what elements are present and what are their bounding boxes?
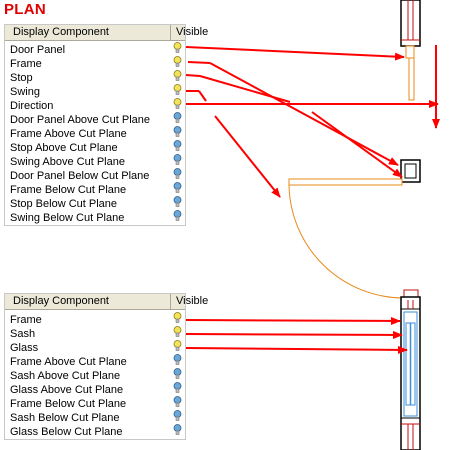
column-header-visible[interactable]: Visible bbox=[176, 26, 209, 38]
bulb-off-icon[interactable] bbox=[170, 368, 182, 384]
window-frame bbox=[400, 296, 421, 450]
component-row[interactable]: Frame bbox=[5, 312, 185, 328]
bulb-off-icon[interactable] bbox=[170, 210, 182, 226]
component-label: Sash Below Cut Plane bbox=[10, 412, 120, 424]
component-label: Swing bbox=[10, 86, 40, 98]
bulb-on-icon[interactable] bbox=[170, 70, 182, 86]
bulb-off-icon[interactable] bbox=[170, 126, 182, 142]
component-row[interactable]: Swing bbox=[5, 84, 185, 100]
door-frame bbox=[400, 159, 421, 183]
component-label: Stop bbox=[10, 72, 33, 84]
component-row[interactable]: Frame Above Cut Plane bbox=[5, 354, 185, 370]
table-header: Display Component Visible bbox=[5, 25, 208, 41]
bulb-on-icon[interactable] bbox=[170, 312, 182, 328]
bulb-off-icon[interactable] bbox=[170, 196, 182, 212]
component-row[interactable]: Sash Below Cut Plane bbox=[5, 410, 185, 426]
component-row[interactable]: Stop Below Cut Plane bbox=[5, 196, 185, 212]
bulb-off-icon[interactable] bbox=[170, 140, 182, 156]
bulb-on-icon[interactable] bbox=[170, 340, 182, 356]
component-row[interactable]: Sash bbox=[5, 326, 185, 342]
bulb-off-icon[interactable] bbox=[170, 168, 182, 184]
bulb-off-icon[interactable] bbox=[170, 182, 182, 198]
component-row[interactable]: Stop Above Cut Plane bbox=[5, 140, 185, 156]
bulb-on-icon[interactable] bbox=[170, 98, 182, 114]
component-row[interactable]: Frame Below Cut Plane bbox=[5, 396, 185, 412]
component-label: Door Panel bbox=[10, 44, 66, 56]
component-label: Frame bbox=[10, 58, 42, 70]
component-label: Sash bbox=[10, 328, 36, 340]
window-sash bbox=[403, 311, 418, 417]
table-header: Display Component Visible bbox=[5, 294, 208, 310]
component-label: Stop Below Cut Plane bbox=[10, 198, 118, 210]
component-row[interactable]: Glass Above Cut Plane bbox=[5, 382, 185, 398]
bulb-on-icon[interactable] bbox=[170, 84, 182, 100]
window-callout-arrows bbox=[185, 316, 408, 354]
column-header-visible[interactable]: Visible bbox=[176, 295, 209, 307]
bulb-off-icon[interactable] bbox=[170, 382, 182, 398]
component-row[interactable]: Frame bbox=[5, 56, 185, 72]
door-callout-arrows bbox=[185, 45, 440, 198]
bulb-off-icon[interactable] bbox=[170, 154, 182, 170]
component-label: Sash Above Cut Plane bbox=[10, 370, 121, 382]
component-label: Frame Below Cut Plane bbox=[10, 398, 127, 410]
bulb-on-icon[interactable] bbox=[170, 56, 182, 72]
component-label: Glass Above Cut Plane bbox=[10, 384, 124, 396]
bulb-off-icon[interactable] bbox=[170, 410, 182, 426]
component-row[interactable]: Door Panel bbox=[5, 42, 185, 58]
door-panel-closed bbox=[288, 178, 403, 186]
door-stop-bottom bbox=[403, 289, 419, 298]
component-row[interactable]: Frame Above Cut Plane bbox=[5, 126, 185, 142]
page-title: PLAN bbox=[4, 1, 47, 18]
door-panel bbox=[408, 57, 415, 101]
door-stop-top bbox=[405, 45, 415, 59]
door-upper-wall bbox=[400, 0, 421, 47]
bulb-off-icon[interactable] bbox=[170, 396, 182, 412]
component-row[interactable]: Door Panel Above Cut Plane bbox=[5, 112, 185, 128]
bulb-off-icon[interactable] bbox=[170, 112, 182, 128]
component-row[interactable]: Glass Below Cut Plane bbox=[5, 424, 185, 440]
bulb-off-icon[interactable] bbox=[170, 424, 182, 440]
component-row[interactable]: Frame Below Cut Plane bbox=[5, 182, 185, 198]
bulb-on-icon[interactable] bbox=[170, 42, 182, 58]
component-label: Direction bbox=[10, 100, 54, 112]
component-label: Door Panel Above Cut Plane bbox=[10, 114, 151, 126]
component-label: Frame Below Cut Plane bbox=[10, 184, 127, 196]
component-label: Stop Above Cut Plane bbox=[10, 142, 118, 154]
component-row[interactable]: Stop bbox=[5, 70, 185, 86]
column-header-display-component[interactable]: Display Component bbox=[5, 25, 171, 40]
component-label: Glass Below Cut Plane bbox=[10, 426, 123, 438]
component-label: Frame Above Cut Plane bbox=[10, 356, 127, 368]
component-row[interactable]: Glass bbox=[5, 340, 185, 356]
column-header-display-component[interactable]: Display Component bbox=[5, 294, 171, 309]
component-row[interactable]: Sash Above Cut Plane bbox=[5, 368, 185, 384]
component-label: Frame bbox=[10, 314, 42, 326]
component-row[interactable]: Door Panel Below Cut Plane bbox=[5, 168, 185, 184]
component-label: Swing Above Cut Plane bbox=[10, 156, 125, 168]
bulb-off-icon[interactable] bbox=[170, 354, 182, 370]
component-label: Swing Below Cut Plane bbox=[10, 212, 125, 224]
component-label: Glass bbox=[10, 342, 39, 354]
door-swing-arc bbox=[288, 184, 405, 299]
component-row[interactable]: Direction bbox=[5, 98, 185, 114]
bulb-on-icon[interactable] bbox=[170, 326, 182, 342]
component-row[interactable]: Swing Above Cut Plane bbox=[5, 154, 185, 170]
component-label: Door Panel Below Cut Plane bbox=[10, 170, 150, 182]
component-label: Frame Above Cut Plane bbox=[10, 128, 127, 140]
component-row[interactable]: Swing Below Cut Plane bbox=[5, 210, 185, 226]
